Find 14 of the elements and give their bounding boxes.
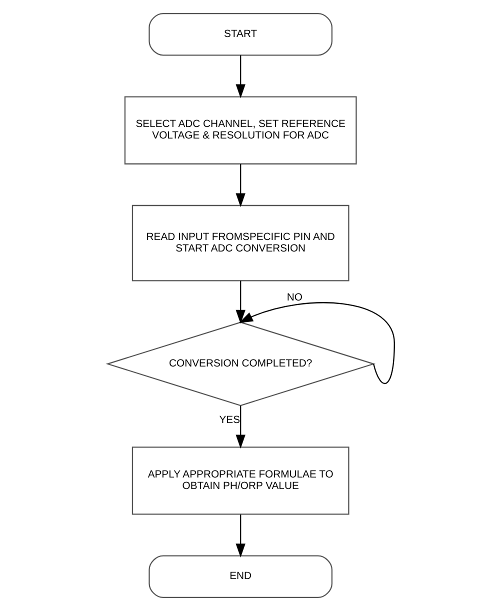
node-box: READ INPUT FROMSPECIFIC PIN AND START ADC CONVERSION <box>132 204 350 282</box>
node-box: APPLY APPROPRIATE FORMULAE TO OBTAIN PH/ORP VALUE <box>132 446 350 515</box>
arrow <box>236 406 246 449</box>
edge-label: YES <box>219 415 240 426</box>
arrow <box>236 514 246 558</box>
edge-label: NO <box>286 292 303 304</box>
node-box: END <box>148 555 333 598</box>
node-diamond: CONVERSION COMPLETED? <box>106 322 376 406</box>
node-box: SELECT ADC CHANNEL, SET REFERENCE VOLTAGE & RESOLUTION FOR ADC <box>124 96 357 164</box>
arrow <box>236 280 246 324</box>
arrow <box>236 55 246 98</box>
node-box: START <box>148 12 333 56</box>
arrow <box>236 164 246 208</box>
arrow <box>239 302 395 384</box>
